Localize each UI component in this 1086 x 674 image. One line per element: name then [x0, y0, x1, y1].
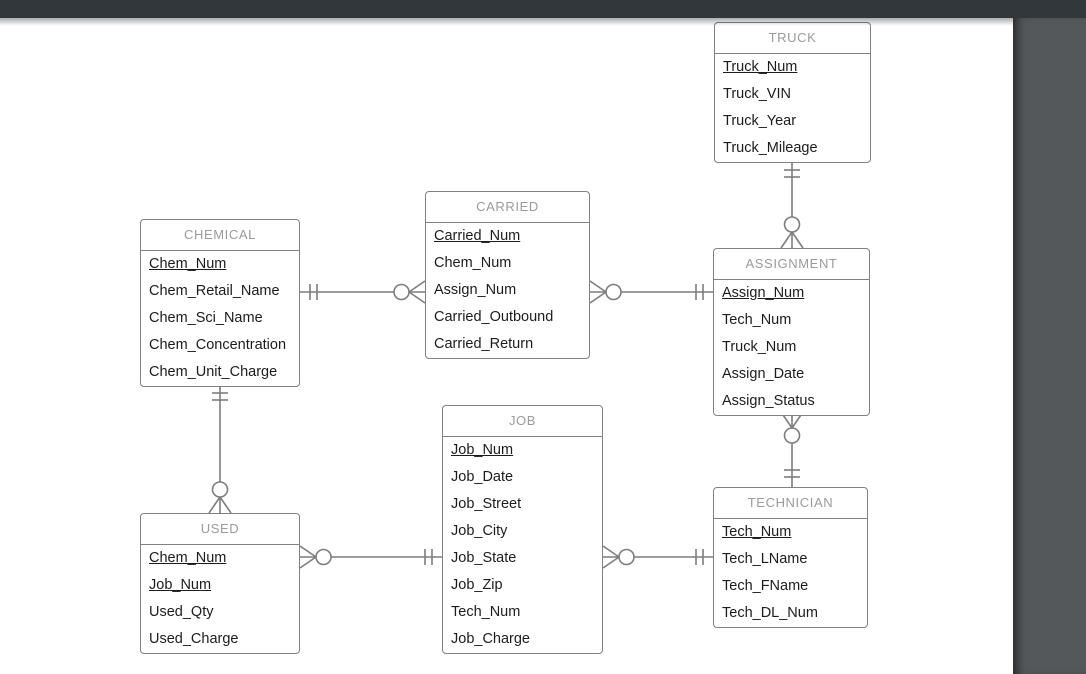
attribute-chemical-chem_num: Chem_Num: [149, 256, 227, 272]
entity-title-chemical: CHEMICAL: [141, 220, 299, 251]
attribute-truck-truck_num: Truck_Num: [723, 59, 798, 75]
entity-title-used: USED: [141, 514, 299, 545]
attribute-chemical-chem_retail_name: Chem_Retail_Name: [149, 283, 280, 299]
entity-title-truck: TRUCK: [715, 23, 870, 54]
attribute-truck-truck_vin: Truck_VIN: [723, 86, 791, 102]
browser-top-bar: [0, 0, 1086, 18]
connector-carried-assignment: [589, 280, 713, 304]
attribute-job-job_date: Job_Date: [451, 469, 514, 485]
attribute-assignment-assign_num: Assign_Num: [722, 285, 805, 301]
attribute-carried-carried_return: Carried_Return: [434, 336, 534, 352]
entity-title-technician: TECHNICIAN: [714, 488, 867, 519]
connector-truck-assignment: [780, 160, 804, 249]
entity-title-carried: CARRIED: [426, 192, 589, 223]
attribute-truck-truck_year: Truck_Year: [723, 113, 797, 129]
connector-chemical-carried: [300, 280, 426, 304]
connector-used-job: [299, 545, 442, 569]
attribute-technician-tech_dl_num: Tech_DL_Num: [722, 605, 818, 621]
attribute-chemical-chem_unit_charge: Chem_Unit_Charge: [149, 364, 278, 380]
attribute-used-used_charge: Used_Charge: [149, 631, 239, 647]
attribute-truck-truck_mileage: Truck_Mileage: [723, 140, 818, 156]
viewer-side-gutter: [1013, 18, 1086, 674]
attribute-used-used_qty: Used_Qty: [149, 604, 214, 620]
connector-chemical-used: [208, 383, 232, 514]
entity-title-job: JOB: [443, 406, 602, 437]
attribute-assignment-assign_status: Assign_Status: [722, 393, 815, 409]
connector-job-technician: [602, 545, 713, 569]
connector-assignment-technician: [780, 411, 804, 487]
attribute-job-job_num: Job_Num: [451, 442, 514, 458]
attribute-assignment-tech_num: Tech_Num: [722, 312, 792, 328]
attribute-technician-tech_lname: Tech_LName: [722, 551, 808, 567]
attribute-assignment-truck_num: Truck_Num: [722, 339, 797, 355]
attribute-job-job_zip: Job_Zip: [451, 577, 503, 593]
attribute-carried-assign_num: Assign_Num: [434, 282, 517, 298]
attribute-job-job_state: Job_State: [451, 550, 517, 566]
attribute-job-job_city: Job_City: [451, 523, 508, 539]
attribute-carried-carried_outbound: Carried_Outbound: [434, 309, 554, 325]
attribute-used-job_num: Job_Num: [149, 577, 212, 593]
attribute-carried-carried_num: Carried_Num: [434, 228, 521, 244]
attribute-assignment-assign_date: Assign_Date: [722, 366, 805, 382]
attribute-chemical-chem_sci_name: Chem_Sci_Name: [149, 310, 263, 326]
attribute-used-chem_num: Chem_Num: [149, 550, 227, 566]
attribute-chemical-chem_concentration: Chem_Concentration: [149, 337, 287, 353]
entity-title-assignment: ASSIGNMENT: [714, 249, 869, 280]
attribute-carried-chem_num: Chem_Num: [434, 255, 512, 271]
attribute-job-job_street: Job_Street: [451, 496, 522, 512]
attribute-technician-tech_num: Tech_Num: [722, 524, 792, 540]
attribute-job-job_charge: Job_Charge: [451, 631, 530, 647]
attribute-job-tech_num: Tech_Num: [451, 604, 521, 620]
attribute-technician-tech_fname: Tech_FName: [722, 578, 809, 594]
